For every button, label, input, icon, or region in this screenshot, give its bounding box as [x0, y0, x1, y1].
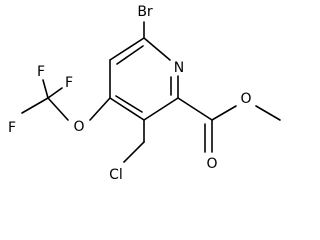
structure-canvas: Br N O F F F Cl O O	[8, 4, 281, 183]
atom-fluorine-top-right: F	[65, 75, 73, 91]
bond-c4-o	[89, 97, 111, 121]
bond-cf3-f-top-left	[42, 79, 49, 99]
bond-c5-c6	[109, 37, 145, 61]
atom-fluorine-left: F	[8, 120, 16, 136]
bond-c5-c6-inner	[116, 45, 144, 65]
bond-c3-c4-inner	[115, 95, 143, 113]
atom-bromine: Br	[137, 4, 153, 20]
bond-o-methyl	[255, 105, 281, 121]
bond-cf3-f-top-right	[47, 87, 63, 99]
bond-o-cf3	[47, 97, 69, 121]
atom-ether-oxygen: O	[73, 119, 84, 135]
atom-labels: Br N O F F F Cl O O	[8, 4, 252, 183]
bond-c3-c4	[109, 97, 145, 121]
bond-c2-ester-c	[177, 97, 213, 121]
atom-fluorine-top-left: F	[37, 64, 45, 80]
atom-chlorine: Cl	[109, 167, 123, 183]
bonds	[21, 21, 281, 163]
bond-c6-n	[143, 37, 171, 61]
bond-c2-c3	[143, 97, 179, 121]
atom-ester-oxygen: O	[240, 91, 251, 107]
molecule-structure: Br N O F F F Cl O O	[8, 4, 281, 183]
atom-ring-nitrogen: N	[174, 60, 184, 76]
bond-cf3-f-left	[21, 97, 49, 114]
bond-ester-c-o	[211, 105, 237, 121]
atom-carbonyl-oxygen: O	[206, 156, 217, 172]
bond-ch2-cl	[123, 141, 145, 163]
